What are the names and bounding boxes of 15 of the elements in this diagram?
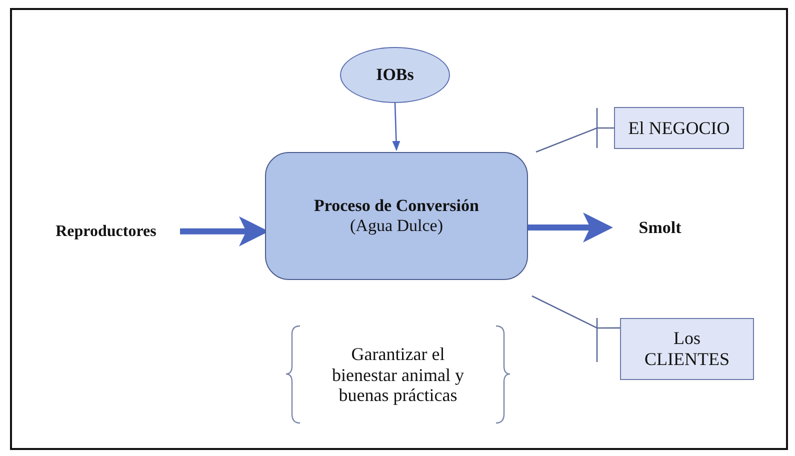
box-label: El NEGOCIO (628, 118, 730, 138)
arrow (528, 212, 613, 243)
leader-line (532, 295, 620, 329)
note-text: Garantizar el bienestar animal y buenas prácticas (331, 344, 465, 406)
leader-line (536, 127, 614, 153)
output-label: Smolt (638, 218, 682, 238)
process-box (265, 152, 528, 280)
node-label: IOBs (376, 65, 414, 85)
input-label: Reproductores (56, 222, 156, 242)
stakeholder-box (620, 318, 754, 380)
process-subtitle: (Agua Dulce) (350, 216, 443, 236)
stakeholder-box (614, 107, 744, 149)
arrow (392, 102, 400, 151)
box-label: Los CLIENTES (644, 328, 730, 370)
process-title: Proceso de Conversión (314, 196, 479, 216)
